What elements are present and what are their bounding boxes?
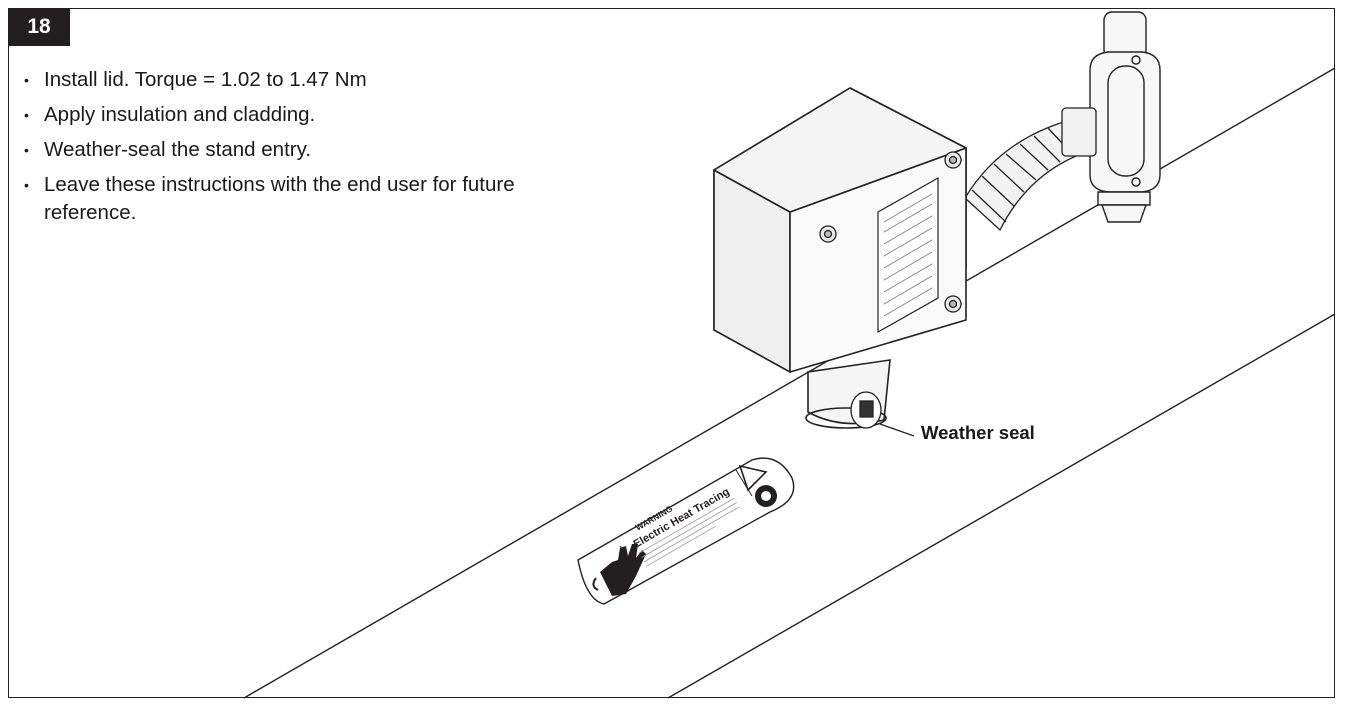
nameplate bbox=[877, 176, 939, 334]
instruction-item: Install lid. Torque = 1.02 to 1.47 Nm bbox=[24, 66, 584, 94]
figure-frame bbox=[8, 8, 1335, 698]
instruction-list: Install lid. Torque = 1.02 to 1.47 Nm Ap… bbox=[24, 66, 584, 234]
step-number-badge: 18 bbox=[8, 8, 70, 46]
weather-seal bbox=[850, 391, 882, 429]
instruction-item: Apply insulation and cladding. bbox=[24, 101, 584, 129]
instruction-item: Leave these instructions with the end us… bbox=[24, 171, 584, 227]
instruction-item: Weather-seal the stand entry. bbox=[24, 136, 584, 164]
warning-triangle-icon bbox=[738, 464, 768, 492]
weather-seal-callout: Weather seal bbox=[921, 422, 1035, 443]
flexible-conduit bbox=[964, 107, 1097, 232]
weather-seal-leader bbox=[879, 423, 915, 437]
conduit-fitting bbox=[1089, 11, 1161, 223]
read-manual-icon bbox=[755, 485, 777, 507]
hand-shock-icon bbox=[592, 544, 646, 596]
